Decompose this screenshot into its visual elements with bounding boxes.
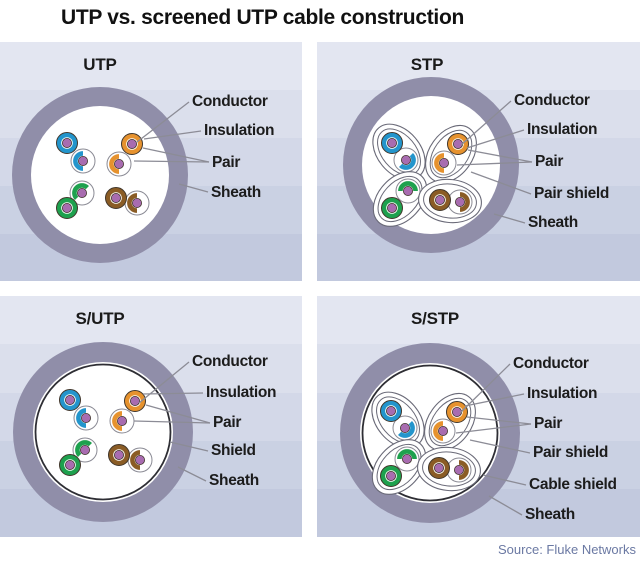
leader-lines: [456, 100, 533, 224]
cable-interior: [31, 106, 169, 244]
label-pair: Pair: [534, 415, 562, 432]
label-sheath: Sheath: [528, 214, 578, 231]
label-pair: Pair: [212, 154, 240, 171]
label-insulation: Insulation: [206, 384, 276, 401]
leader-lines: [133, 101, 210, 193]
label-conductor: Conductor: [514, 92, 590, 109]
cable-cross-section: [340, 343, 520, 523]
label-pair: Pair: [535, 153, 563, 170]
label-sheath: Sheath: [525, 506, 575, 523]
cable-cross-section: [343, 77, 519, 253]
cable-shield-ring: [361, 364, 499, 502]
label-cable-shield: Cable shield: [529, 476, 617, 493]
cable-cross-section: [12, 87, 188, 263]
page-title: UTP vs. screened UTP cable construction: [61, 6, 464, 29]
leader-lines: [455, 363, 532, 516]
label-shield: Shield: [211, 442, 256, 459]
overall-shield-ring: [34, 363, 172, 501]
panel-title-stp: STP: [411, 55, 443, 74]
panel-utp: UTP: [0, 42, 302, 281]
label-pair-shield: Pair shield: [533, 444, 608, 461]
label-pair-shield: Pair shield: [534, 185, 609, 202]
label-sheath: Sheath: [211, 184, 261, 201]
leader-lines: [133, 361, 211, 482]
label-insulation: Insulation: [527, 385, 597, 402]
panel-sstp: S/STP: [317, 296, 640, 537]
panel-title-sutp: S/UTP: [75, 309, 124, 328]
cable-interior: [33, 362, 173, 502]
panel-title-utp: UTP: [83, 55, 116, 74]
label-pair: Pair: [213, 414, 241, 431]
label-insulation: Insulation: [527, 121, 597, 138]
label-conductor: Conductor: [513, 355, 589, 372]
source-credit: Source: Fluke Networks: [498, 542, 636, 557]
panel-title-sstp: S/STP: [411, 309, 459, 328]
panel-stp: STP: [317, 42, 640, 281]
label-conductor: Conductor: [192, 353, 268, 370]
label-insulation: Insulation: [204, 122, 274, 139]
label-conductor: Conductor: [192, 93, 268, 110]
label-sheath: Sheath: [209, 472, 259, 489]
cable-cross-section: [13, 342, 193, 522]
panel-sutp: S/UTP: [0, 296, 302, 537]
